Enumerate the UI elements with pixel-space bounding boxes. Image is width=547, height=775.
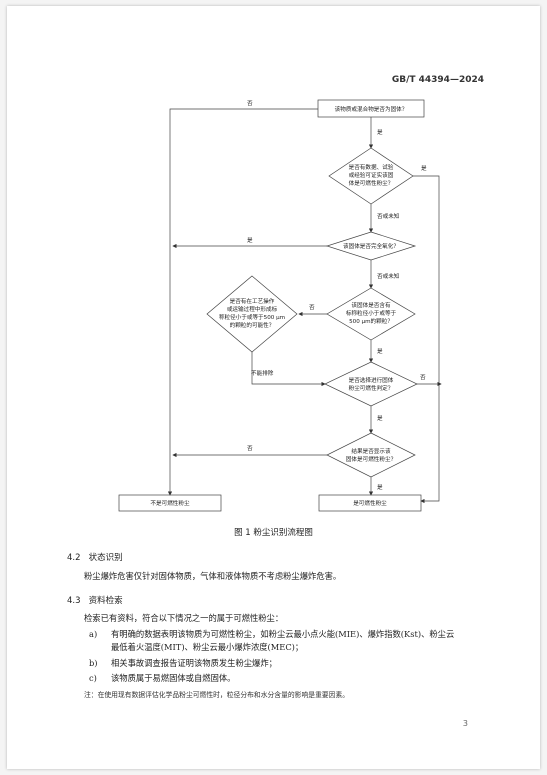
list-item-continuation: 最低着火温度(MIT)、粉尘云最小爆炸浓度(MEC)； [111, 642, 304, 652]
label-q3-no-unknown: 否或未知 [377, 272, 400, 280]
note: 注：在使用现有数据评估化学品粉尘可燃性时，粒径分布和水分含量的影响是重要因素。 [84, 691, 350, 699]
section-heading-4-3: 4.3 资料检索 [67, 594, 123, 606]
label-q1-yes: 是 [377, 129, 383, 136]
section-4-3-text: 检索已有资料，符合以下情况之一的属于可燃性粉尘： [84, 613, 284, 623]
q5-text-2: 或运输过程中形成标 [227, 305, 278, 313]
list-item: c) 该物质属于易燃固体或自燃固体。 [89, 672, 235, 685]
q2-text-3: 体是可燃性粉尘？ [349, 179, 394, 187]
diamond-choose-test [324, 361, 418, 407]
diamond-process-formation [206, 275, 298, 353]
list-text: 相关事故调查报告证明该物质发生粉尘爆炸； [111, 658, 277, 668]
q6-text-2: 粉尘可燃性判定？ [349, 384, 394, 392]
label-q7-yes: 是 [377, 484, 383, 491]
label-q4-no: 否 [309, 304, 315, 311]
label-q2-yes: 是 [421, 165, 427, 172]
q1-text: 该物质或混合物是否为固体？ [335, 105, 408, 113]
q2-text-1: 是否有数据、试验 [349, 163, 394, 171]
label-q6-no: 否 [420, 374, 426, 381]
figure-caption: 图 1 粉尘识别流程图 [234, 528, 313, 538]
q4-text-2: 标称粒径小于或等于 [346, 309, 397, 317]
list-text: 该物质属于易燃固体或自燃固体。 [111, 673, 236, 683]
flowchart: 该物质或混合物是否为固体？ 是否有数据、试验 或经验可证实该固 体是可燃性粉尘？… [118, 99, 442, 512]
q7-text-1: 结果是否显示该 [351, 447, 391, 455]
end-not-text: 不是可燃性粉尘 [150, 499, 190, 507]
list-letter: a) [89, 629, 98, 639]
standard-number: GB/T 44394—2024 [391, 75, 484, 85]
q2-text-2: 或经验可证实该固 [349, 171, 394, 179]
label-q5-cannot-exclude: 不能排除 [251, 369, 274, 377]
q7-text-2: 固体是可燃性粉尘？ [346, 455, 396, 463]
list-letter: b) [89, 658, 98, 668]
list-text: 有明确的数据表明该物质为可燃性粉尘，如粉尘云最小点火能(MIE)、爆炸指数(Ks… [111, 629, 455, 639]
q3-text: 该固体是否完全氧化？ [343, 242, 399, 250]
section-title: 状态识别 [88, 553, 123, 563]
section-number: 4.2 [67, 553, 81, 563]
q5-text-4: 的颗粒的可能性？ [230, 321, 275, 329]
list-item: a) 有明确的数据表明该物质为可燃性粉尘，如粉尘云最小点火能(MIE)、爆炸指数(… [89, 628, 489, 641]
label-q1-no: 否 [247, 100, 253, 107]
list-item: b) 相关事故调查报告证明该物质发生粉尘爆炸； [89, 657, 277, 670]
section-number: 4.3 [67, 596, 81, 606]
label-q3-yes: 是 [247, 237, 253, 244]
list-letter: c) [89, 673, 97, 683]
q6-text-1: 是否选择进行固体 [349, 376, 394, 384]
diamond-result [326, 432, 416, 478]
q5-text-3: 称粒径小于或等于500 μm [219, 313, 285, 321]
end-box-combustible [318, 494, 422, 512]
section-4-2-text: 粉尘爆炸危害仅针对固体物质，气体和液体物质不考虑粉尘爆炸危害。 [84, 571, 342, 581]
q4-text-1: 该固体是否含有 [351, 301, 391, 309]
section-title: 资料检索 [88, 596, 123, 606]
label-q4-yes: 是 [377, 348, 383, 355]
section-heading-4-2: 4.2 状态识别 [67, 551, 123, 563]
label-q7-no: 否 [247, 445, 253, 452]
end-is-text: 是可燃性粉尘 [353, 499, 387, 507]
end-box-not-combustible [118, 494, 222, 512]
label-q2-no-unknown: 否或未知 [377, 212, 400, 220]
document-page: GB/T 44394—2024 [7, 6, 540, 769]
q4-text-3: 500 μm的颗粒？ [349, 317, 393, 325]
label-q6-yes: 是 [377, 415, 383, 422]
q5-text-1: 是否有在工艺操作 [230, 297, 275, 305]
page-number: 3 [462, 719, 468, 728]
